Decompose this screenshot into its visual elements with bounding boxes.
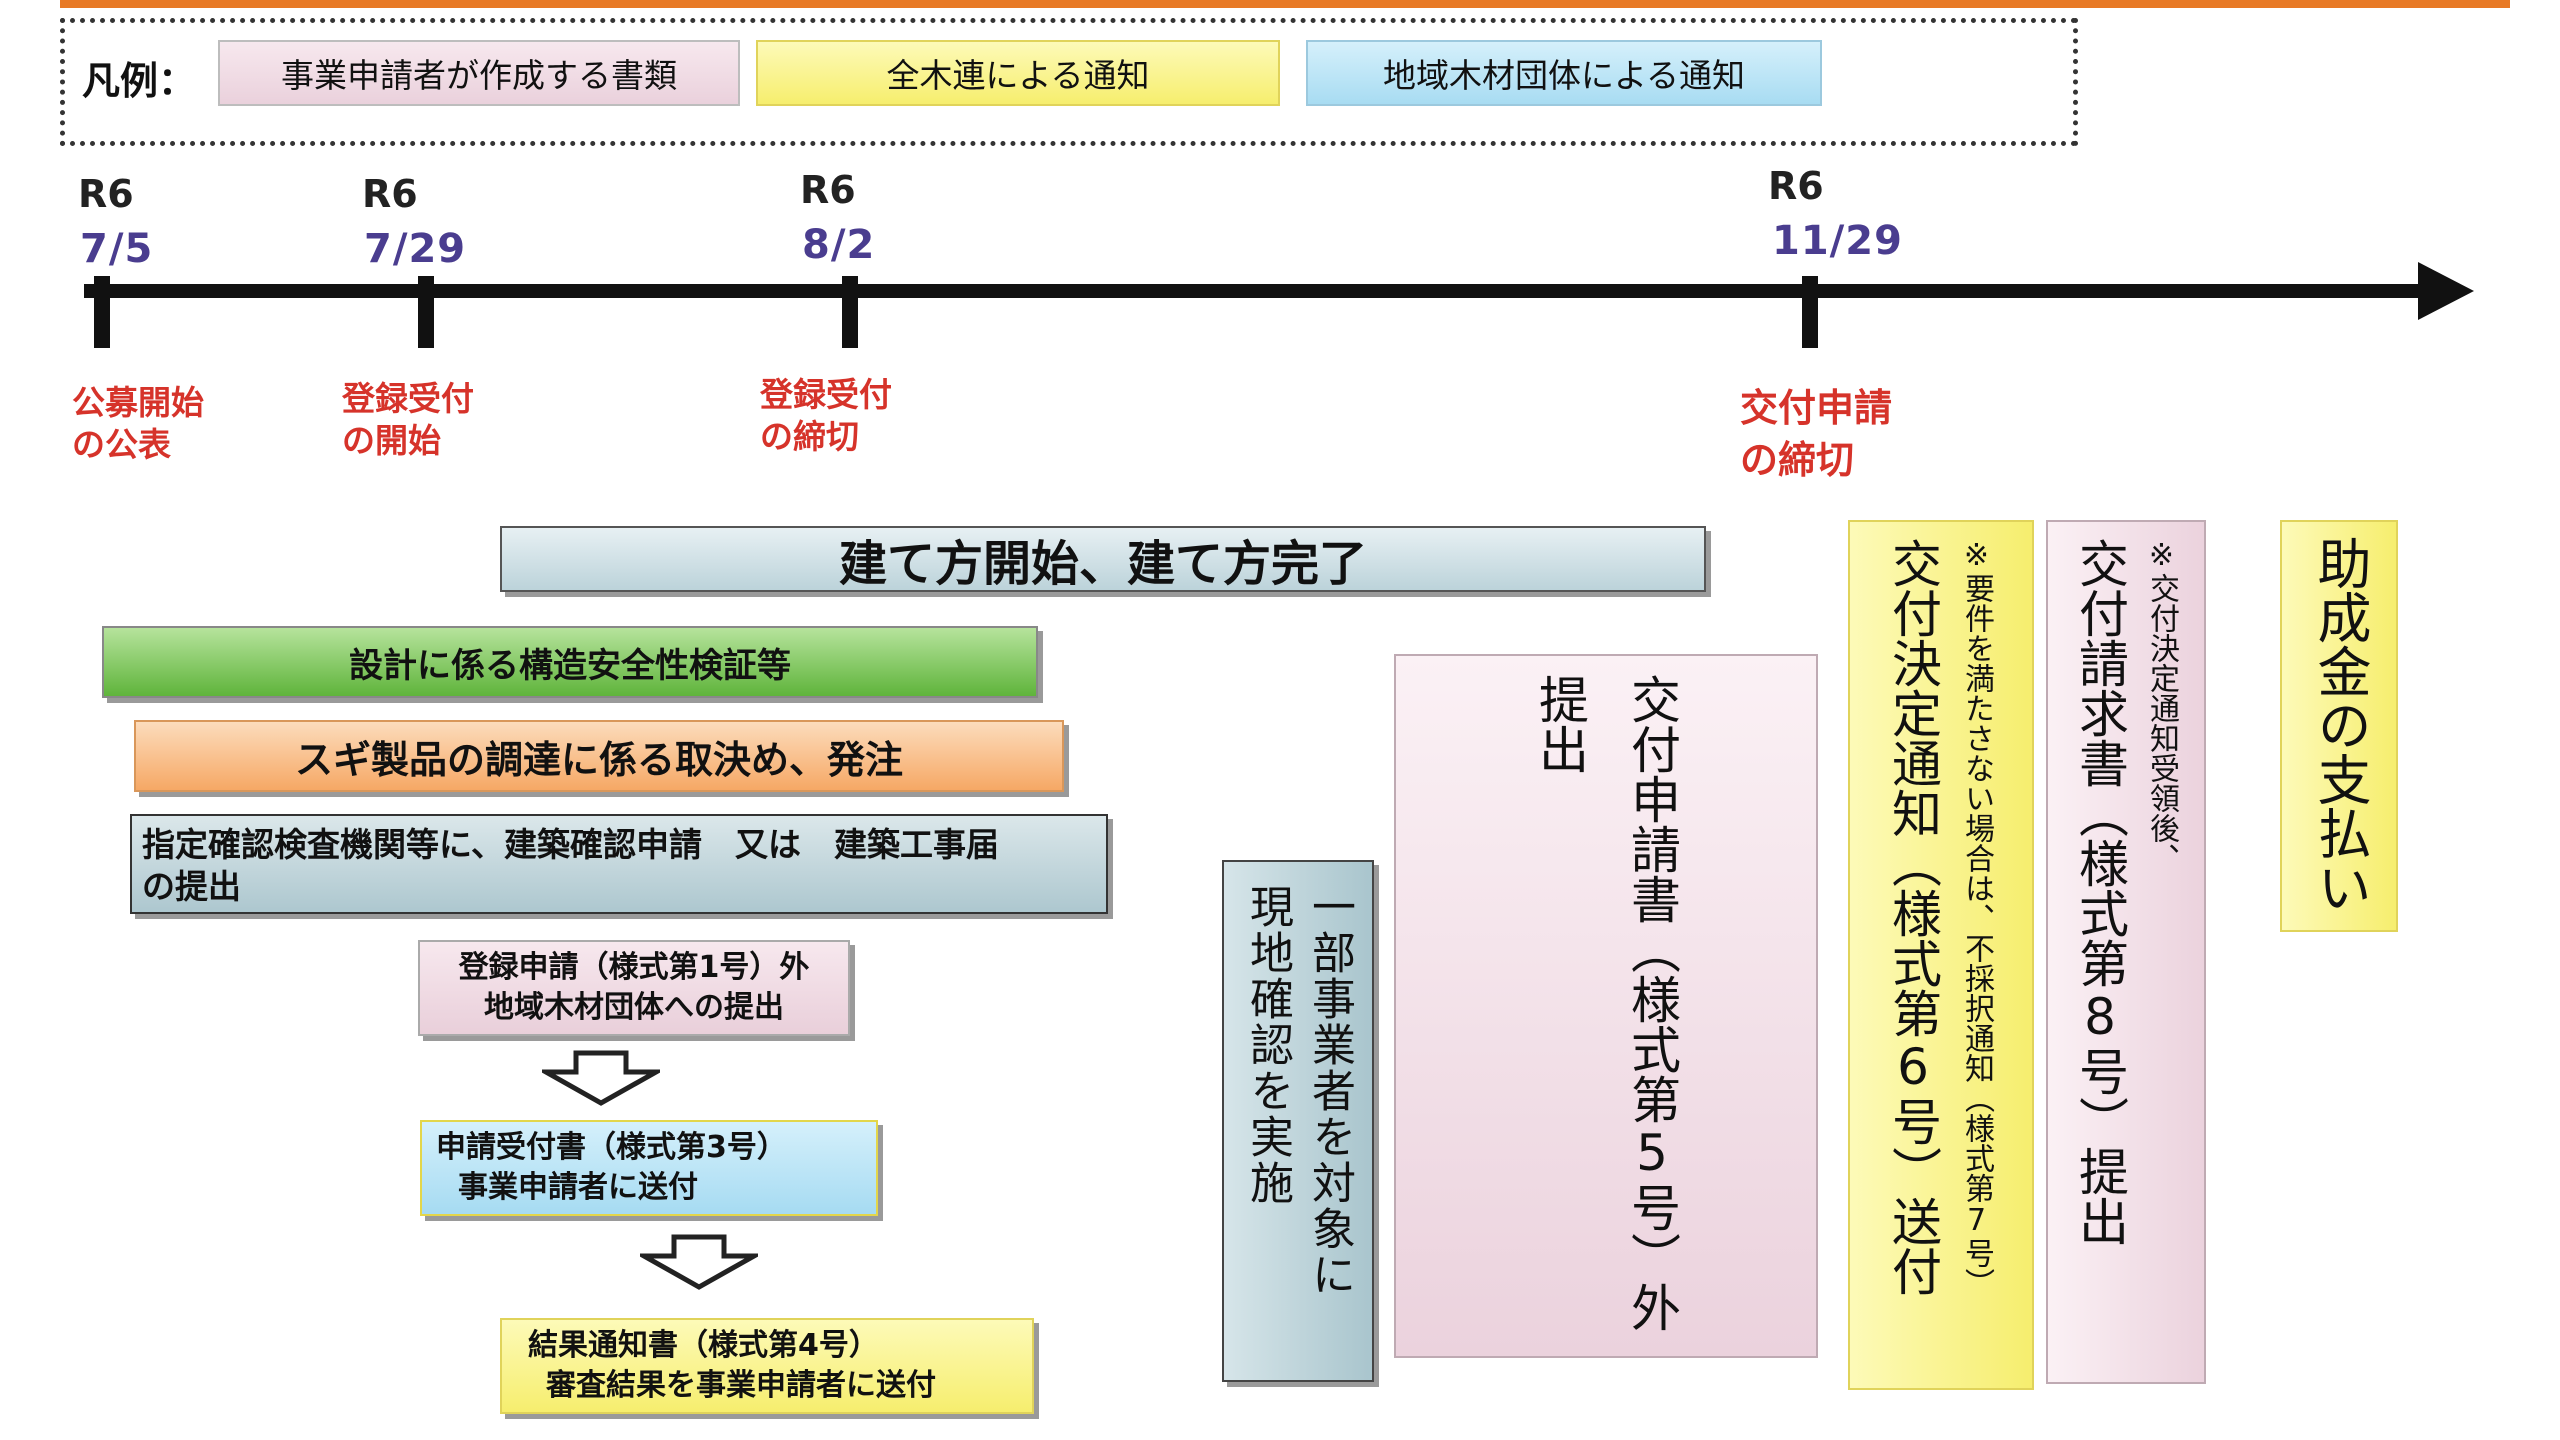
milestone-event: 登録受付 の開始: [342, 378, 474, 462]
building-confirmation-line: 指定確認検査機関等に、建築確認申請 又は 建築工事届: [142, 825, 1000, 864]
milestone-year: R6: [78, 172, 134, 216]
timeline-axis: [84, 284, 2434, 298]
registration-line: 地域木材団体への提出: [484, 990, 784, 1025]
top-accent-bar: [60, 0, 2510, 8]
milestone-event-line: 登録受付: [342, 379, 474, 418]
milestone-tick: [842, 276, 858, 348]
result-notice-box: 結果通知書（様式第4号） 審査結果を事業申請者に送付: [500, 1318, 1034, 1414]
milestone-event-line: の公表: [72, 425, 171, 464]
milestone-tick: [418, 276, 434, 348]
legend-box: [60, 18, 2078, 146]
grant-application-line: 交付申請書（様式第5号）外: [1623, 674, 1681, 1332]
down-arrow-icon: [542, 1050, 660, 1106]
procurement-label: スギ製品の調達に係る取決め、発注: [294, 737, 903, 782]
design-verification-label: 設計に係る構造安全性検証等: [349, 645, 791, 686]
building-confirmation-box: 指定確認検査機関等に、建築確認申請 又は 建築工事届 の提出: [130, 814, 1108, 914]
result-notice-line: 審査結果を事業申請者に送付: [546, 1368, 936, 1403]
site-check-line: 現地確認を実施: [1242, 884, 1293, 1206]
building-confirmation-line: の提出: [142, 867, 241, 906]
payment-label: 助成金の支払い: [2308, 536, 2371, 914]
milestone-tick: [1802, 276, 1818, 348]
payment-claim-box: ※交付決定通知受領後、 交付請求書（様式第8号）提出: [2046, 520, 2206, 1384]
payment-box: 助成金の支払い: [2280, 520, 2398, 932]
milestone-event: 登録受付 の締切: [760, 374, 892, 458]
receipt-notice-line: 申請受付書（様式第3号）: [436, 1130, 787, 1165]
milestone-event: 交付申請 の締切: [1740, 382, 1892, 486]
milestone-event: 公募開始 の公表: [72, 382, 204, 466]
milestone-date: 7/29: [364, 226, 467, 272]
design-verification-box: 設計に係る構造安全性検証等: [102, 626, 1038, 698]
receipt-notice-line: 事業申請者に送付: [458, 1170, 698, 1205]
milestone-event-line: の締切: [760, 417, 859, 456]
site-check-line: 一部事業者を対象に: [1304, 884, 1355, 1298]
milestone-event-line: 公募開始: [72, 383, 204, 422]
procurement-box: スギ製品の調達に係る取決め、発注: [134, 720, 1064, 792]
legend-item-zenmokuren-notice: 全木連による通知: [756, 40, 1280, 106]
decision-notice-note: ※要件を満たさない場合は、不採択通知（様式第7号）: [1959, 538, 1994, 1298]
timeline-arrowhead: [2418, 262, 2474, 320]
payment-claim-note: ※交付決定通知受領後、: [2144, 538, 2179, 873]
milestone-year: R6: [800, 168, 856, 212]
legend-title: 凡例：: [82, 59, 197, 103]
milestone-date: 11/29: [1772, 218, 1903, 264]
grant-application-line: 提出: [1531, 674, 1589, 774]
milestone-year: R6: [1768, 164, 1824, 208]
down-arrow-icon: [640, 1234, 758, 1290]
milestone-year: R6: [362, 172, 418, 216]
decision-notice-box: ※要件を満たさない場合は、不採択通知（様式第7号） 交付決定通知（様式第6号）送…: [1848, 520, 2034, 1390]
site-check-box: 一部事業者を対象に 現地確認を実施: [1222, 860, 1374, 1382]
result-notice-line: 結果通知書（様式第4号）: [528, 1328, 879, 1363]
milestone-date: 7/5: [80, 226, 154, 272]
construction-period-box: 建て方開始、建て方完了: [500, 526, 1706, 592]
milestone-event-line: 登録受付: [760, 375, 892, 414]
registration-line: 登録申請（様式第1号）外: [458, 950, 810, 985]
milestone-event-line: の締切: [1740, 438, 1855, 482]
legend-item-regional-notice: 地域木材団体による通知: [1306, 40, 1822, 106]
milestone-event-line: の開始: [342, 421, 441, 460]
milestone-event-line: 交付申請: [1740, 386, 1893, 430]
registration-box: 登録申請（様式第1号）外 地域木材団体への提出: [418, 940, 850, 1036]
decision-notice-line: 交付決定通知（様式第6号）送付: [1884, 538, 1942, 1296]
legend-item-applicant-docs: 事業申請者が作成する書類: [218, 40, 740, 106]
construction-period-label: 建て方開始、建て方完了: [838, 536, 1367, 592]
receipt-notice-box: 申請受付書（様式第3号） 事業申請者に送付: [420, 1120, 878, 1216]
grant-application-box: 交付申請書（様式第5号）外 提出: [1394, 654, 1818, 1358]
payment-claim-line: 交付請求書（様式第8号）提出: [2071, 538, 2129, 1246]
milestone-tick: [94, 276, 110, 348]
milestone-date: 8/2: [802, 222, 876, 268]
